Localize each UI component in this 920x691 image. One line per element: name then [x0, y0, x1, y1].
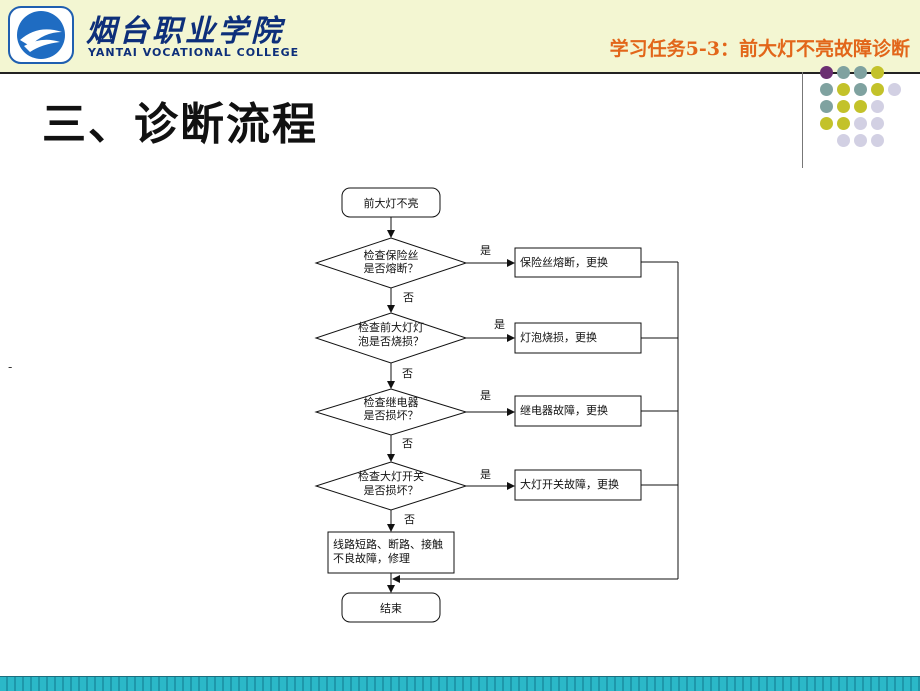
yes-label: 是: [494, 318, 505, 331]
yes-label: 是: [480, 244, 491, 257]
decor-dot: [820, 83, 833, 96]
decor-dot: [820, 66, 833, 79]
task-title: 学习任务5-3：前大灯不亮故障诊断: [609, 38, 910, 60]
fault-fuse: [514, 247, 642, 278]
college-logo-icon: [8, 6, 74, 64]
repair-line2: 不良故障，修理: [333, 551, 410, 565]
decision-switch-line1: 检查大灯开关: [358, 469, 424, 483]
decision-switch-line2: 是否损坏？: [364, 483, 419, 497]
fault-relay-label: 继电器故障，更换: [520, 403, 608, 417]
decor-dot: [854, 134, 867, 147]
decision-fuse-line2: 是否熔断？: [364, 261, 419, 275]
decision-bulb-line1: 检查前大灯灯: [358, 320, 424, 334]
decision-relay-line1: 检查继电器: [364, 395, 419, 409]
yes-label: 是: [480, 389, 491, 402]
decor-dot: [871, 134, 884, 147]
decision-bulb-line2: 泡是否烧损？: [358, 334, 424, 348]
decor-dot: [854, 117, 867, 130]
fault-bulb-label: 灯泡烧损，更换: [520, 330, 597, 344]
no-label: 否: [404, 513, 415, 526]
no-label: 否: [402, 367, 413, 380]
section-title: 三、诊断流程: [42, 99, 318, 150]
decor-dot: [854, 100, 867, 113]
fault-switch: [514, 469, 642, 501]
slide-header: 烟台职业学院 YANTAI VOCATIONAL COLLEGE 学习任务5-3…: [0, 0, 920, 74]
decor-dot: [871, 100, 884, 113]
decor-dot: [837, 100, 850, 113]
decor-dot: [888, 83, 901, 96]
decor-dot: [837, 117, 850, 130]
fault-fuse-label: 保险丝熔断，更换: [520, 255, 608, 269]
decor-dot: [837, 83, 850, 96]
yes-label: 是: [480, 468, 491, 481]
decor-divider: [802, 72, 803, 168]
college-name-cn: 烟台职业学院: [86, 14, 284, 49]
fault-bulb: [514, 322, 642, 354]
decor-dot: [871, 83, 884, 96]
decision-fuse-line1: 检查保险丝: [364, 248, 419, 262]
stray-dash: -: [8, 360, 13, 374]
decor-dot: [854, 66, 867, 79]
end-node: [341, 592, 441, 623]
decor-dot: [820, 117, 833, 130]
footer-bar: [0, 676, 920, 691]
fault-switch-label: 大灯开关故障，更换: [520, 477, 619, 491]
start-label: 前大灯不亮: [364, 196, 419, 210]
decor-dot: [837, 66, 850, 79]
decor-dot: [871, 117, 884, 130]
decor-dot: [837, 134, 850, 147]
college-name-en: YANTAI VOCATIONAL COLLEGE: [88, 46, 300, 59]
decor-dot: [854, 83, 867, 96]
no-label: 否: [403, 291, 414, 304]
end-label: 结束: [380, 602, 402, 615]
no-label: 否: [402, 437, 413, 450]
decor-dot: [871, 66, 884, 79]
decision-relay-line2: 是否损坏？: [364, 408, 419, 422]
repair-line1: 线路短路、断路、接触: [333, 537, 443, 551]
decor-dot: [820, 100, 833, 113]
fault-relay: [514, 395, 642, 427]
repair-node: [327, 531, 455, 574]
